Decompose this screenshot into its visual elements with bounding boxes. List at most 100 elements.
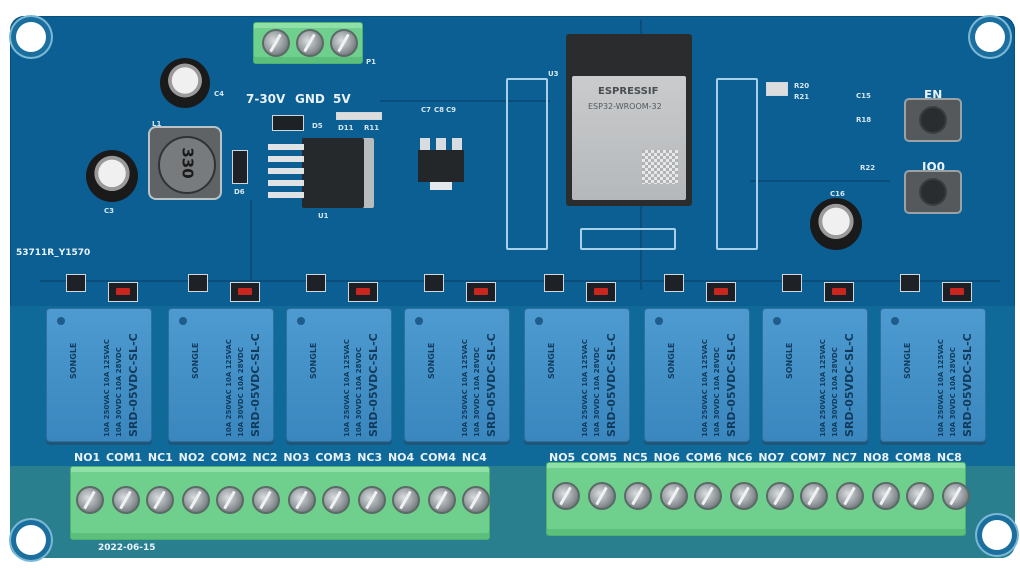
relay-brand: SONGLE	[69, 342, 78, 379]
voltage-regulator	[302, 138, 374, 208]
terminal-screw-no2[interactable]	[182, 486, 210, 514]
terminal-screw-nc1[interactable]	[146, 486, 174, 514]
terminal-screw-com8[interactable]	[906, 482, 934, 510]
mounting-hole-bottom-left	[16, 525, 46, 555]
gpio-header-right	[716, 78, 758, 250]
terminal-screw-nc6[interactable]	[730, 482, 758, 510]
relay-marker-dot	[179, 317, 187, 325]
relay-rating-dc: 10A 30VDC 10A 28VDC	[949, 347, 957, 437]
relay-model: SRD-05VDC-SL-C	[961, 333, 974, 437]
terminal-screw-no8[interactable]	[872, 482, 900, 510]
relay-rating-ac: 10A 250VAC 10A 125VAC	[343, 339, 351, 437]
transistor-driver	[544, 274, 564, 292]
diode-d6	[232, 150, 248, 184]
d11-ref: D11	[338, 124, 354, 132]
terminal-screw-nc5[interactable]	[624, 482, 652, 510]
r11-ref: R11	[364, 124, 380, 132]
relay-brand: SONGLE	[903, 342, 912, 379]
terminal-screw-no5[interactable]	[552, 482, 580, 510]
terminal-screw-com3[interactable]	[322, 486, 350, 514]
power-screw-3[interactable]	[330, 29, 358, 57]
terminal-screw-com7[interactable]	[800, 482, 828, 510]
esp32-brand: ESPRESSIF	[598, 86, 659, 97]
terminal-screw-com5[interactable]	[588, 482, 616, 510]
status-led	[832, 288, 846, 295]
relay-rating-ac: 10A 250VAC 10A 125VAC	[581, 339, 589, 437]
relay-brand: SONGLE	[427, 342, 436, 379]
regulator-leads	[268, 144, 304, 200]
relay-marker-dot	[773, 317, 781, 325]
status-led	[714, 288, 728, 295]
capacitor-c16	[810, 198, 862, 250]
capacitor-c4	[160, 58, 210, 108]
transistor-driver	[782, 274, 802, 292]
terminal-screw-no7[interactable]	[766, 482, 794, 510]
output-terminal-block-left	[70, 466, 490, 540]
relay-rating-ac: 10A 250VAC 10A 125VAC	[461, 339, 469, 437]
transistor-driver	[66, 274, 86, 292]
status-led-housing	[230, 282, 260, 302]
power-screw-1[interactable]	[262, 29, 290, 57]
relay-marker-dot	[57, 317, 65, 325]
power-screw-2[interactable]	[296, 29, 324, 57]
status-led	[116, 288, 130, 295]
inductor-marking: 330	[178, 147, 197, 179]
date-code: 2022-06-15	[98, 543, 156, 553]
relay-brand: SONGLE	[785, 342, 794, 379]
relay-marker-dot	[655, 317, 663, 325]
qr-code	[642, 150, 678, 184]
terminal-screw-no4[interactable]	[392, 486, 420, 514]
esp32-module: ESPRESSIF ESP32-WROOM-32	[566, 34, 692, 206]
mounting-hole-top-right	[975, 22, 1005, 52]
terminal-screw-nc7[interactable]	[836, 482, 864, 510]
en-button-cap	[921, 108, 945, 132]
terminal-labels-left: NO1 COM1 NC1 NO2 COM2 NC2 NO3 COM3 NC3 N…	[74, 451, 487, 464]
io0-button[interactable]	[906, 172, 960, 212]
r18-ref: R18	[856, 116, 872, 124]
terminal-labels-right: NO5 COM5 NC5 NO6 COM6 NC6 NO7 COM7 NC7 N…	[549, 451, 962, 464]
en-button[interactable]	[906, 100, 960, 140]
terminal-screw-no6[interactable]	[660, 482, 688, 510]
terminal-screw-nc4[interactable]	[462, 486, 490, 514]
terminal-screw-no1[interactable]	[76, 486, 104, 514]
resistor-r20	[766, 82, 788, 96]
relay-rating-dc: 10A 30VDC 10A 28VDC	[355, 347, 363, 437]
power-terminal-ref: P1	[366, 58, 377, 66]
pcb-trace	[380, 100, 550, 102]
status-led-housing	[466, 282, 496, 302]
transistor-driver	[900, 274, 920, 292]
cap-c3-ref: C3	[104, 207, 115, 215]
ldo-tab	[430, 182, 452, 190]
terminal-screw-no3[interactable]	[288, 486, 316, 514]
power-terminal-block	[253, 22, 363, 64]
en-button-label: EN	[924, 88, 943, 102]
terminal-screw-com6[interactable]	[694, 482, 722, 510]
cap-c4-ref: C4	[214, 90, 225, 98]
status-led	[238, 288, 252, 295]
terminal-screw-com1[interactable]	[112, 486, 140, 514]
terminal-screw-nc2[interactable]	[252, 486, 280, 514]
terminal-screw-com2[interactable]	[216, 486, 244, 514]
relay-model: SRD-05VDC-SL-C	[367, 333, 380, 437]
esp32-shield: ESPRESSIF ESP32-WROOM-32	[572, 76, 686, 200]
mounting-hole-top-left	[16, 22, 46, 52]
relay-model: SRD-05VDC-SL-C	[249, 333, 262, 437]
status-led-housing	[942, 282, 972, 302]
esp32-ref: U3	[548, 70, 559, 78]
terminal-screw-nc8[interactable]	[942, 482, 970, 510]
transistor-driver	[306, 274, 326, 292]
r20-ref: R20	[794, 82, 810, 90]
status-led	[594, 288, 608, 295]
relay-marker-dot	[891, 317, 899, 325]
terminal-screw-com4[interactable]	[428, 486, 456, 514]
ldo-pins	[420, 138, 462, 150]
terminal-screw-nc3[interactable]	[358, 486, 386, 514]
relay-brand: SONGLE	[309, 342, 318, 379]
diode-d5	[272, 115, 304, 131]
inductor: 330	[150, 128, 220, 198]
